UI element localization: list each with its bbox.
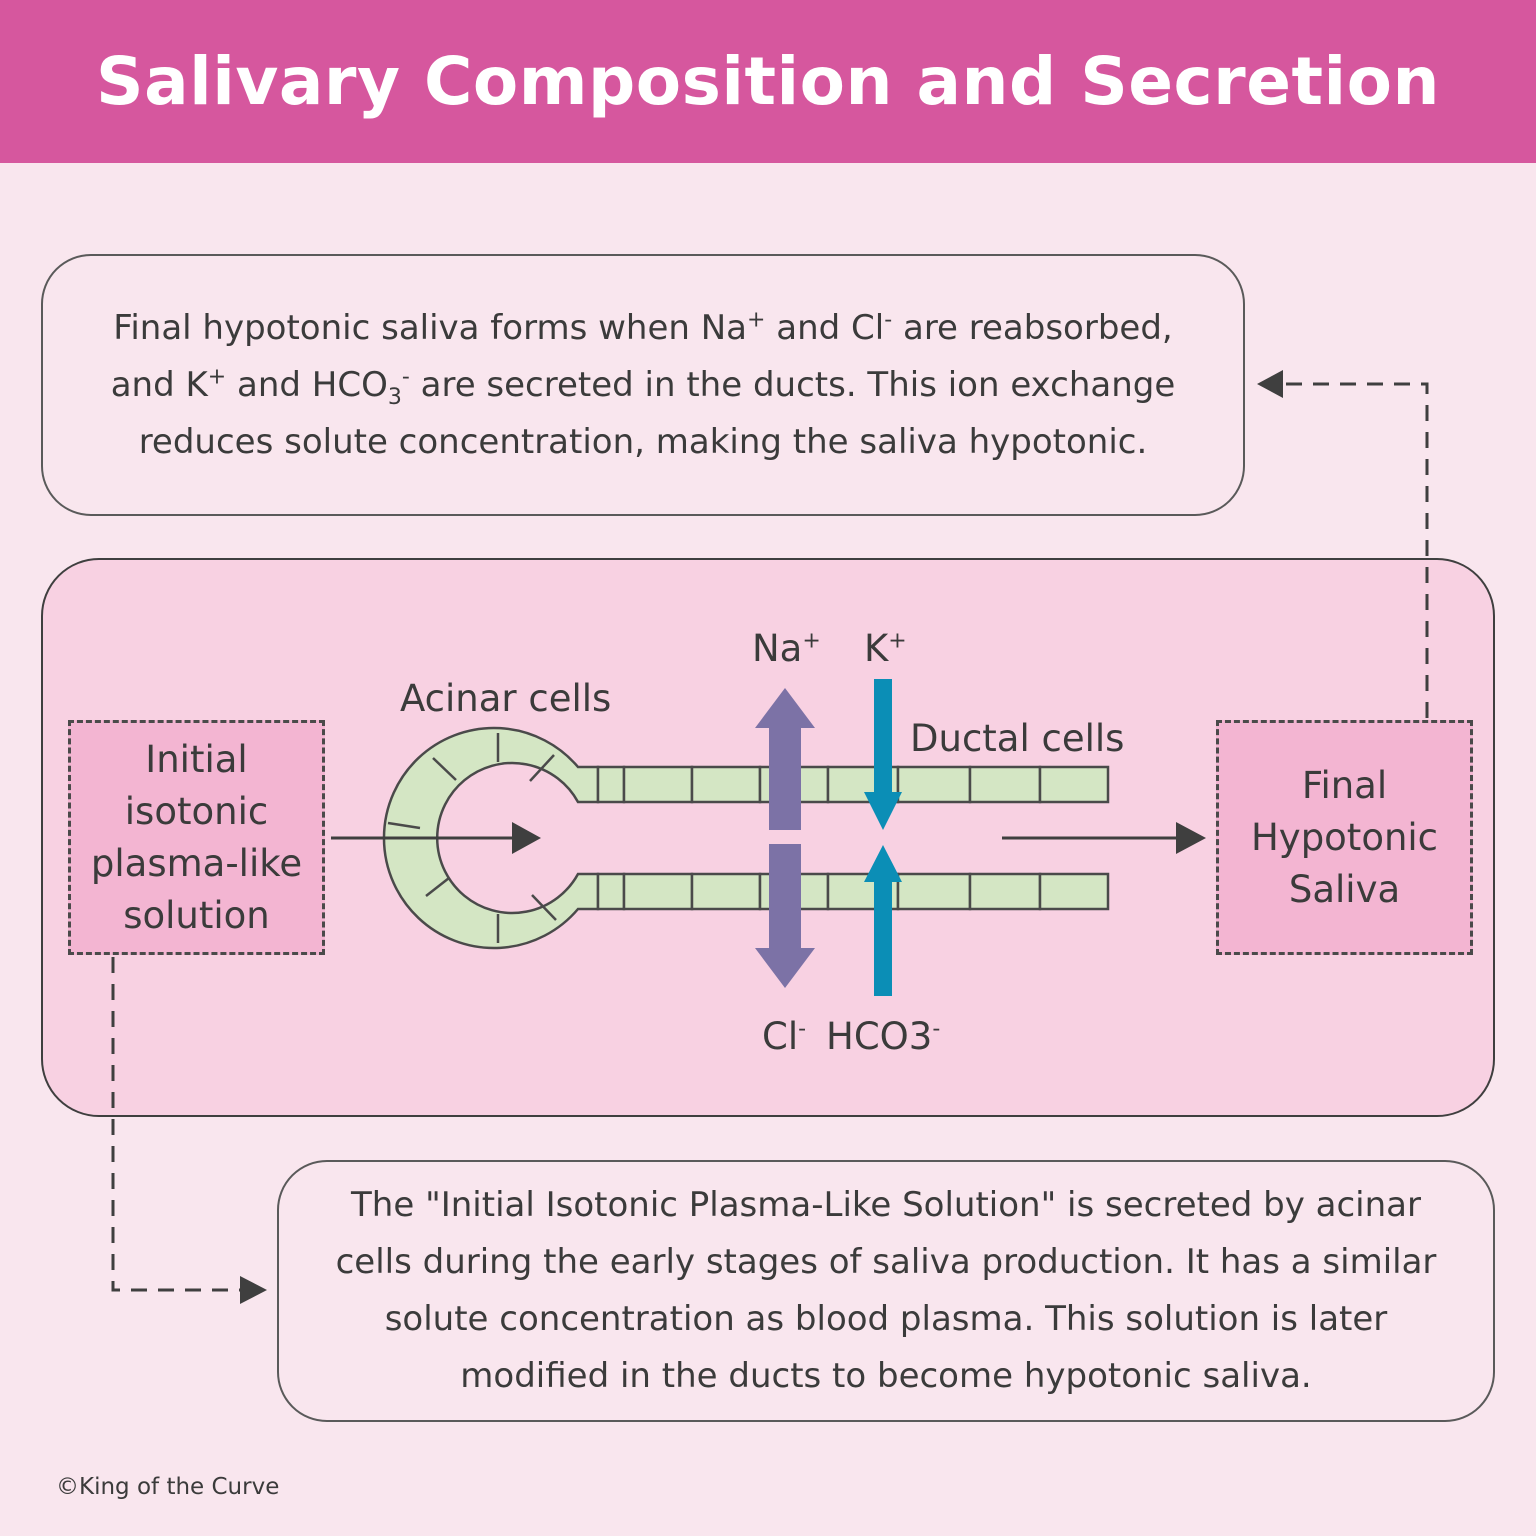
duct-cell: [596, 872, 626, 911]
note-top-line2c: are secreted in the ducts. This ion exch…: [409, 364, 1176, 405]
k-charge: +: [888, 628, 907, 654]
duct-cell: [968, 765, 1042, 804]
final-box-line: Final: [1301, 763, 1388, 807]
cl-superscript: -: [884, 307, 893, 333]
ductal-cells-label: Ductal cells: [910, 717, 1125, 760]
initial-solution-box: Initial isotonic plasma-like solution: [68, 720, 325, 955]
duct-cell: [622, 872, 694, 911]
k-down-arrow: [864, 679, 902, 830]
na-symbol: Na: [752, 627, 803, 670]
initial-box-line: Initial: [145, 737, 248, 781]
flow-arrowhead-to-final: [1176, 822, 1206, 854]
na-charge: +: [802, 628, 821, 654]
acinar-cell-divider: [432, 757, 457, 781]
hco3-up-arrow: [864, 845, 902, 996]
acinar-cell-divider: [529, 754, 555, 782]
hco3-charge: -: [932, 1016, 941, 1042]
cl-down-arrow: [755, 844, 815, 988]
duct-cell: [896, 872, 972, 911]
duct-cell: [1038, 872, 1110, 911]
hco3-symbol: HCO3: [826, 1015, 933, 1058]
k-symbol: K: [864, 627, 889, 670]
note-bottom-text: The "Initial Isotonic Plasma-Like Soluti…: [336, 1177, 1437, 1405]
duct-cell: [690, 765, 762, 804]
note-top-line1a: Final hypotonic saliva forms when Na: [113, 307, 747, 348]
acinar-cell-divider: [425, 877, 450, 897]
cl-ion-label: Cl-: [762, 1018, 806, 1055]
duct-cell: [1038, 765, 1110, 804]
hco3-ion-label: HCO3-: [826, 1018, 940, 1055]
note-top-text: Final hypotonic saliva forms when Na+ an…: [111, 300, 1176, 471]
duct-cell: [896, 765, 972, 804]
flow-arrowhead-into-acinus: [512, 822, 541, 854]
final-box-line: Saliva: [1288, 867, 1401, 911]
initial-box-line: isotonic: [124, 789, 269, 833]
duct-cell: [596, 765, 626, 804]
final-saliva-box: Final Hypotonic Saliva: [1216, 720, 1473, 955]
final-box-line: Hypotonic: [1250, 815, 1439, 859]
note-bottom-line: cells during the early stages of saliva …: [335, 1242, 1437, 1282]
k-superscript: +: [207, 364, 227, 390]
acinar-cell-divider: [387, 821, 421, 830]
note-bottom-line: The "Initial Isotonic Plasma-Like Soluti…: [351, 1185, 1421, 1225]
note-bottom-line: solute concentration as blood plasma. Th…: [384, 1299, 1388, 1339]
note-top-line3: reduces solute concentration, making the…: [138, 421, 1148, 462]
na-ion-label: Na+: [752, 630, 821, 667]
header-bar: Salivary Composition and Secretion: [0, 0, 1536, 163]
note-final-saliva: Final hypotonic saliva forms when Na+ an…: [41, 254, 1245, 516]
page-title: Salivary Composition and Secretion: [96, 43, 1440, 120]
note-top-line1c: are reabsorbed,: [892, 307, 1173, 348]
initial-box-line: plasma-like: [90, 841, 303, 885]
note-bottom-line: modified in the ducts to become hypotoni…: [460, 1356, 1312, 1396]
note-top-line2a: and K: [110, 364, 208, 405]
dashed-connector-to-bottom-note: [111, 957, 242, 1292]
k-ion-label: K+: [864, 630, 907, 667]
duct-cell: [622, 765, 694, 804]
connector-arrowhead-bottom: [240, 1276, 267, 1304]
note-top-line1b: and Cl: [765, 307, 885, 348]
na-superscript: +: [747, 307, 766, 333]
acinar-ring: [382, 726, 600, 950]
note-top-line2b: and HCO: [226, 364, 388, 405]
na-up-arrow: [755, 688, 815, 830]
copyright-text: ©King of the Curve: [56, 1474, 280, 1500]
cl-charge: -: [798, 1016, 807, 1042]
acinar-cell-divider: [531, 894, 557, 921]
acinar-cells-label: Acinar cells: [400, 677, 612, 720]
hco3-subscript: 3: [387, 384, 402, 410]
initial-box-line: solution: [123, 893, 270, 937]
duct-cell: [968, 872, 1042, 911]
connector-arrowhead-top: [1257, 370, 1283, 398]
cl-symbol: Cl: [762, 1015, 799, 1058]
dashed-connector-to-top-note: [1282, 382, 1429, 718]
acinar-duct-structure: [382, 726, 1110, 950]
duct-cell: [690, 872, 762, 911]
hco3-superscript: -: [401, 364, 410, 390]
note-initial-solution: The "Initial Isotonic Plasma-Like Soluti…: [277, 1160, 1495, 1422]
